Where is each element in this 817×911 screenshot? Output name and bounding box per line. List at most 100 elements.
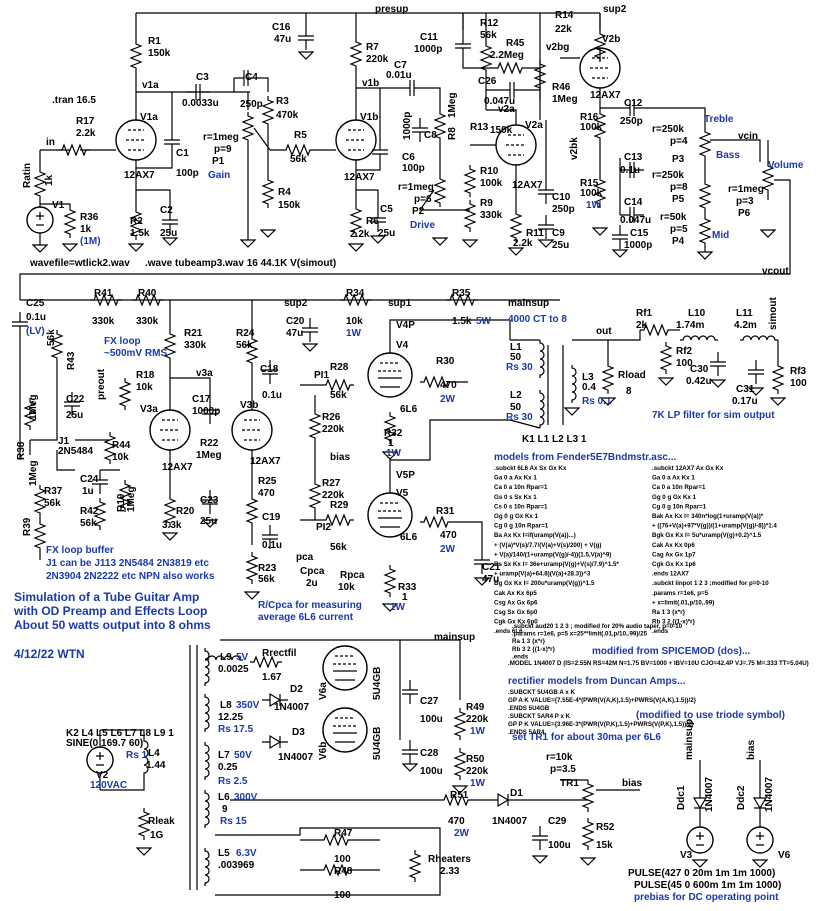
r21-value: 330k: [184, 340, 207, 351]
r15-value: 100k: [580, 188, 603, 199]
v1-label: V1: [52, 200, 65, 211]
r37-label: R37: [44, 486, 63, 497]
net-pca: pca: [296, 552, 314, 563]
v1a-label: V1a: [140, 112, 158, 123]
r52-label: R52: [596, 822, 615, 833]
c31-label: C31: [736, 384, 755, 395]
r34-value: 10k: [346, 316, 363, 327]
r29-value: 56k: [330, 542, 347, 553]
r25-label: R25: [258, 476, 277, 487]
r2-label: R2: [130, 216, 143, 227]
model-aud20: .subckt aud20 1 2 3 ; modified for 20% a…: [512, 623, 683, 660]
r38-label: R38: [16, 441, 27, 460]
l11-label: L11: [736, 308, 753, 319]
fxbuf-note-3: 2N3904 2N2222 etc NPN also works: [46, 571, 215, 582]
c3-value: 0.0033u: [182, 98, 219, 109]
model-line: Bs Sx Kx I= 36e+uramp(V(g)+V(s)/7.9)^1.5…: [494, 561, 619, 568]
treble-note: Treble: [704, 114, 734, 125]
model-line: .ends: [512, 653, 529, 660]
net-presup: presup: [375, 4, 408, 15]
net-v3a: v3a: [196, 368, 213, 379]
r26-label: R26: [322, 412, 341, 423]
r40-value: 330k: [136, 316, 159, 327]
tr1-r: r=10k: [546, 752, 573, 763]
c2-label: C2: [160, 205, 173, 216]
p2-label: P2: [412, 206, 425, 217]
r20-label: R20: [176, 506, 195, 517]
net-mainsup: mainsup: [508, 298, 549, 309]
r46-label: R46: [552, 82, 571, 93]
r31-value: 470: [440, 530, 457, 541]
c7-value: 0.01u: [386, 70, 412, 81]
model-line: Cg 0 g 10n Rpar=1: [494, 523, 549, 530]
cpca-label: Cpca: [300, 566, 325, 577]
ct-note: 4000 CT to 8: [508, 314, 567, 325]
r31-label: R31: [436, 506, 455, 517]
rrectfil-value: 1.67: [262, 672, 282, 683]
d1-label: D1: [510, 788, 523, 799]
model-line: Cgk Gx Kx 6p0: [494, 619, 538, 626]
model-line: Ra 1 3 {x*r}: [512, 638, 546, 645]
c19-label: C19: [262, 512, 281, 523]
ddc2-label: Ddc2: [736, 785, 747, 810]
model-line: .SUBCKT 5U4GB A x K: [508, 689, 575, 696]
v6b-type: 5U4GB: [372, 727, 383, 760]
r49-watt: 1W: [470, 726, 486, 737]
fxrms-note: ~500mV RMS: [104, 348, 167, 359]
c27-value: 100u: [420, 714, 443, 725]
model-line: .subckt 12AX7 Ax Gx Kx: [652, 465, 724, 472]
c16-value: 47u: [274, 34, 291, 45]
c25-label: C25: [26, 298, 45, 309]
p2-r: r=1meg: [398, 182, 434, 193]
c17-value: 1000p: [192, 406, 220, 417]
c9-value: 25u: [552, 240, 569, 251]
r9-label: R9: [480, 198, 493, 209]
r38b-value: 1Meg: [28, 460, 39, 486]
r45-label: R45: [506, 38, 525, 49]
model-line: Cgk Gx Kx 1p6: [652, 561, 696, 568]
r27-value: 220k: [322, 490, 345, 501]
l1-label: L1: [510, 342, 522, 353]
gain-note: Gain: [208, 170, 230, 181]
r47-value: 100: [334, 854, 351, 865]
r45-value: 2.2Meg: [490, 50, 524, 61]
model-line: Cak Ax Kx 6p5: [494, 590, 537, 597]
r24-label: R24: [236, 328, 255, 339]
model-line: .ENDS 5AR4: [508, 729, 545, 736]
c4-label: C4: [245, 72, 258, 83]
c23-label: C23: [200, 495, 219, 506]
l3-value: 0.4: [582, 382, 596, 393]
triode-note: (modified to use triode symbol): [636, 710, 785, 721]
model-line: Cs 0 s 10n Rpar=1: [494, 503, 548, 510]
r51-watt: 2W: [454, 828, 470, 839]
r15-watt: 1W: [586, 200, 602, 211]
rheaters-label: Rheaters: [428, 854, 471, 865]
c7-label: C7: [394, 60, 407, 71]
p5-p: p=8: [670, 182, 688, 193]
c26-value: 0.047u: [484, 96, 515, 107]
r23-label: R23: [258, 563, 277, 574]
model-line: Bak Ax Kx I= 340n*log(1+uramp(V(a))*: [652, 513, 764, 520]
pulse-2: PULSE(45 0 600m 1m 1m 1000): [634, 880, 781, 891]
r5-label: R5: [294, 130, 307, 141]
c6-value: 100p: [402, 163, 425, 174]
p1-p: p=9: [214, 144, 232, 155]
ratin-value: 1k: [44, 174, 55, 186]
r12-value: 56k: [480, 30, 497, 41]
r36-label: R36: [80, 212, 99, 223]
model-line: Rb 3 2 {(1-x)*r}: [652, 619, 696, 626]
bass-note: Bass: [716, 150, 740, 161]
r16-label: R16: [580, 112, 599, 123]
rf3-label: Rf3: [790, 366, 807, 377]
c10-label: C10: [552, 192, 571, 203]
model-line: Gg 0 g Gx Kx 1: [494, 513, 539, 520]
model-line: + ((76+V(a)+97*V(g))/(1+uramp(V(g)/-8))*…: [652, 523, 777, 530]
rcpca-note-2: average 6L6 current: [258, 612, 354, 623]
model-line: Ga 0 a Ax Kx 1: [652, 475, 695, 482]
c25-value: 0.1u: [26, 312, 46, 323]
c15-label: C15: [630, 228, 649, 239]
v120-note: 120VAC: [90, 780, 127, 791]
p6-label: P6: [738, 208, 751, 219]
